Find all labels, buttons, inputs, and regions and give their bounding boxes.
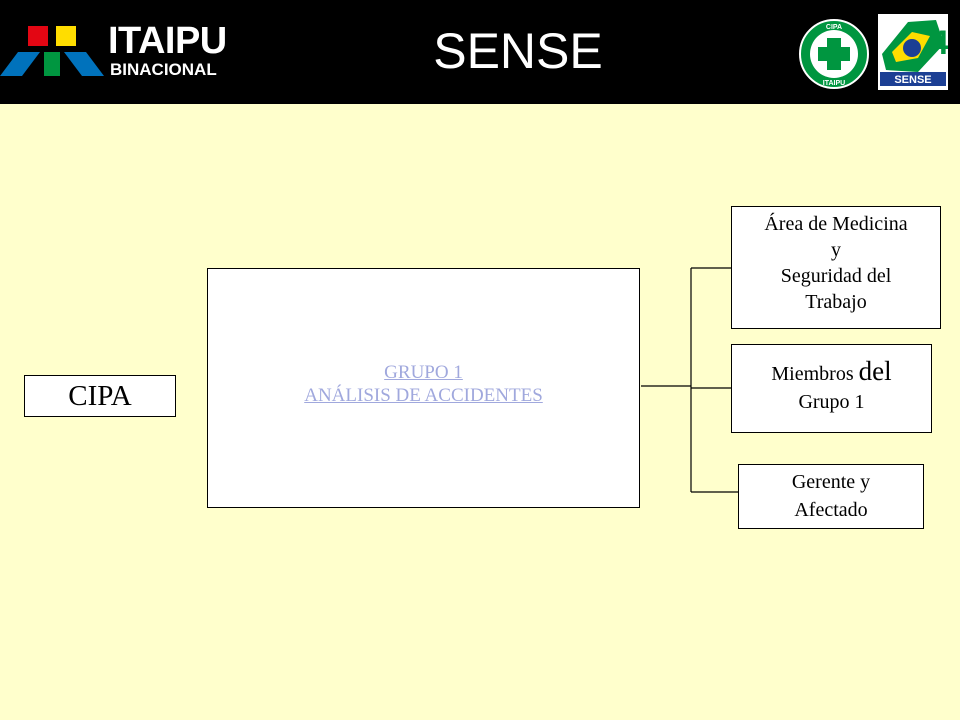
manager-box: Gerente y Afectado — [738, 464, 924, 529]
cipa-label: CIPA — [68, 380, 132, 412]
group-link-line1[interactable]: GRUPO 1 — [384, 362, 463, 383]
area-line2: y — [831, 239, 841, 261]
area-box: Área de Medicina y Seguridad del Trabajo — [731, 206, 941, 329]
area-line1: Área de Medicina — [764, 213, 908, 235]
group-box: GRUPO 1 ANÁLISIS DE ACCIDENTES — [207, 268, 640, 508]
cipa-logo-icon: CIPA ITAIPU — [799, 19, 869, 89]
members-word: Miembros — [771, 363, 854, 385]
manager-line1: Gerente y — [791, 471, 871, 493]
group-link[interactable]: GRUPO 1 ANÁLISIS DE ACCIDENTES — [304, 361, 543, 407]
members-line2: Grupo 1 — [798, 391, 865, 413]
area-line4: Trabajo — [805, 291, 867, 313]
cipa-logo-top-text: CIPA — [826, 24, 842, 31]
sense-logo-icon: 4 SENSE — [878, 14, 948, 90]
sense-logo-number: 4 — [930, 24, 948, 62]
members-del: del — [858, 356, 892, 386]
itaipu-logo-text: ITAIPU — [108, 20, 227, 62]
group-link-line2[interactable]: ANÁLISIS DE ACCIDENTES — [304, 385, 543, 406]
area-line3: Seguridad del — [780, 265, 892, 287]
cipa-box: CIPA — [24, 375, 176, 417]
manager-line2: Afectado — [794, 499, 868, 521]
itaipu-logo-subtext: BINACIONAL — [110, 60, 217, 79]
members-line1: Miembros del — [732, 357, 931, 388]
itaipu-logo-icon — [0, 26, 104, 76]
page-title: SENSE — [433, 23, 603, 79]
header-bar: ITAIPU BINACIONAL SENSE CIPA ITAIPU 4 SE… — [0, 0, 960, 104]
sense-logo-text: SENSE — [894, 74, 931, 86]
members-box: Miembros del Grupo 1 — [731, 344, 932, 433]
connector-group — [641, 264, 746, 496]
cipa-logo-bottom-text: ITAIPU — [823, 80, 845, 87]
